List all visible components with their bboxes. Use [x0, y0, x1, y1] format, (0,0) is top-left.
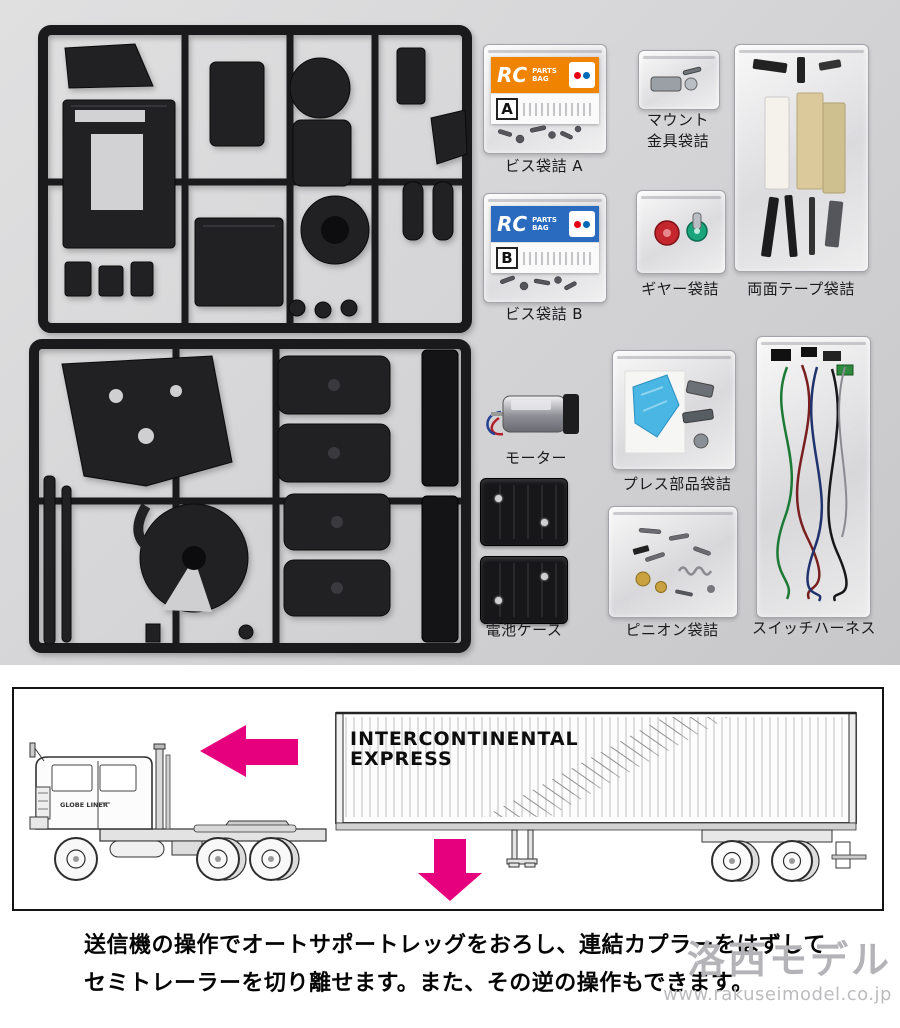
- rc-parts-bag-label-a: RC PARTS BAG A: [491, 57, 599, 124]
- rc-parts-bag-label-b: RC PARTS BAG B: [491, 206, 599, 273]
- mount-hardware-bag: [638, 50, 720, 110]
- trailer-text-line1: INTERCONTINENTAL: [350, 728, 579, 750]
- parts-sprue-b-illustration: [29, 339, 471, 653]
- screw-bag-a: RC PARTS BAG A: [483, 44, 607, 154]
- label-fine-print: [523, 251, 594, 265]
- tamiya-logo: [569, 62, 595, 88]
- tape-bag: [734, 44, 869, 272]
- instruction-section: GLOBE LINER INTERCONTINENTAL EXPRESS 送信機…: [0, 665, 900, 1028]
- label-tape-bag: 両面テープ袋詰: [747, 280, 855, 298]
- trailer-text-line2: EXPRESS: [350, 748, 453, 770]
- bag-letter-a: A: [496, 98, 518, 120]
- label-motor: モーター: [504, 449, 567, 467]
- mount-parts-illustration: [650, 66, 702, 92]
- label-pinion-bag: ピニオン袋詰: [625, 621, 719, 639]
- arrow-down: [418, 839, 482, 901]
- rc-label-bottom-strip: A: [491, 93, 599, 124]
- battery-case-bottom: [480, 556, 568, 624]
- screws-illustration: [497, 125, 582, 144]
- motor: [481, 388, 591, 443]
- kit-contents-photo: RC PARTS BAG A: [0, 0, 900, 665]
- parts-sprue-a-illustration: [38, 25, 472, 333]
- label-mount-line1: マウント: [646, 111, 709, 129]
- watermark-url: www.rakuseimodel.co.jp: [663, 984, 892, 1005]
- parts-text: PARTS: [532, 67, 557, 75]
- screw-bag-b: RC PARTS BAG B: [483, 193, 607, 303]
- caption-line1: 送信機の操作でオートサポートレッグをおろし、連結カプラーをはずして: [84, 933, 826, 958]
- screws-illustration: [500, 275, 577, 291]
- tamiya-logo: [569, 211, 595, 237]
- label-mount-line2: 金具袋詰: [646, 132, 709, 150]
- trailer-logo-text: INTERCONTINENTAL EXPRESS: [350, 729, 579, 769]
- pinion-bag: [608, 506, 738, 618]
- watermark: 洛西モデル www.rakuseimodel.co.jp: [663, 938, 892, 1005]
- label-gear-bag: ギヤー袋詰: [641, 280, 719, 298]
- tape-contents-illustration: [752, 57, 846, 258]
- label-fine-print: [523, 102, 594, 116]
- tractor-drawing: GLOBE LINER: [29, 742, 327, 881]
- label-switch-harness: スイッチハーネス: [751, 619, 876, 637]
- watermark-name: 洛西モデル: [686, 938, 892, 982]
- harness-wires-illustration: [771, 347, 854, 602]
- rc-label-blue-band: RC PARTS BAG: [491, 206, 599, 242]
- label-screw-bag-a: ビス袋詰 A: [504, 157, 584, 175]
- trailer-drawing: [335, 711, 867, 882]
- rc-label-bottom-strip: B: [491, 242, 599, 273]
- pressed-parts-illustration: [624, 370, 715, 454]
- bag-text: BAG: [532, 224, 549, 232]
- pressed-parts-bag: [612, 350, 736, 470]
- label-pressed-parts-bag: プレス部品袋詰: [622, 475, 732, 493]
- rc-logo-text: RC: [497, 212, 528, 236]
- gears-illustration: [654, 212, 708, 246]
- motor-illustration: [486, 394, 579, 436]
- switch-harness-bag: [756, 336, 871, 618]
- label-screw-bag-b: ビス袋詰 B: [504, 305, 584, 323]
- rc-logo-text: RC: [497, 63, 528, 87]
- bag-letter-b: B: [496, 247, 518, 269]
- truck-trailer-drawing: GLOBE LINER: [29, 711, 867, 901]
- rc-label-orange-band: RC PARTS BAG: [491, 57, 599, 93]
- bag-text: BAG: [532, 75, 549, 83]
- battery-case-top: [480, 478, 568, 546]
- arrow-left: [200, 725, 298, 777]
- gear-bag: [636, 190, 726, 274]
- caption-line2: セミトレーラーを切り離せます。また、その逆の操作もできます。: [84, 971, 754, 996]
- cab-logo-text: GLOBE LINER: [60, 801, 108, 809]
- decoupling-diagram: GLOBE LINER INTERCONTINENTAL EXPRESS: [12, 687, 884, 911]
- label-battery-case: 電池ケース: [485, 621, 563, 639]
- parts-text: PARTS: [532, 216, 557, 224]
- pinion-parts-illustration: [632, 527, 715, 597]
